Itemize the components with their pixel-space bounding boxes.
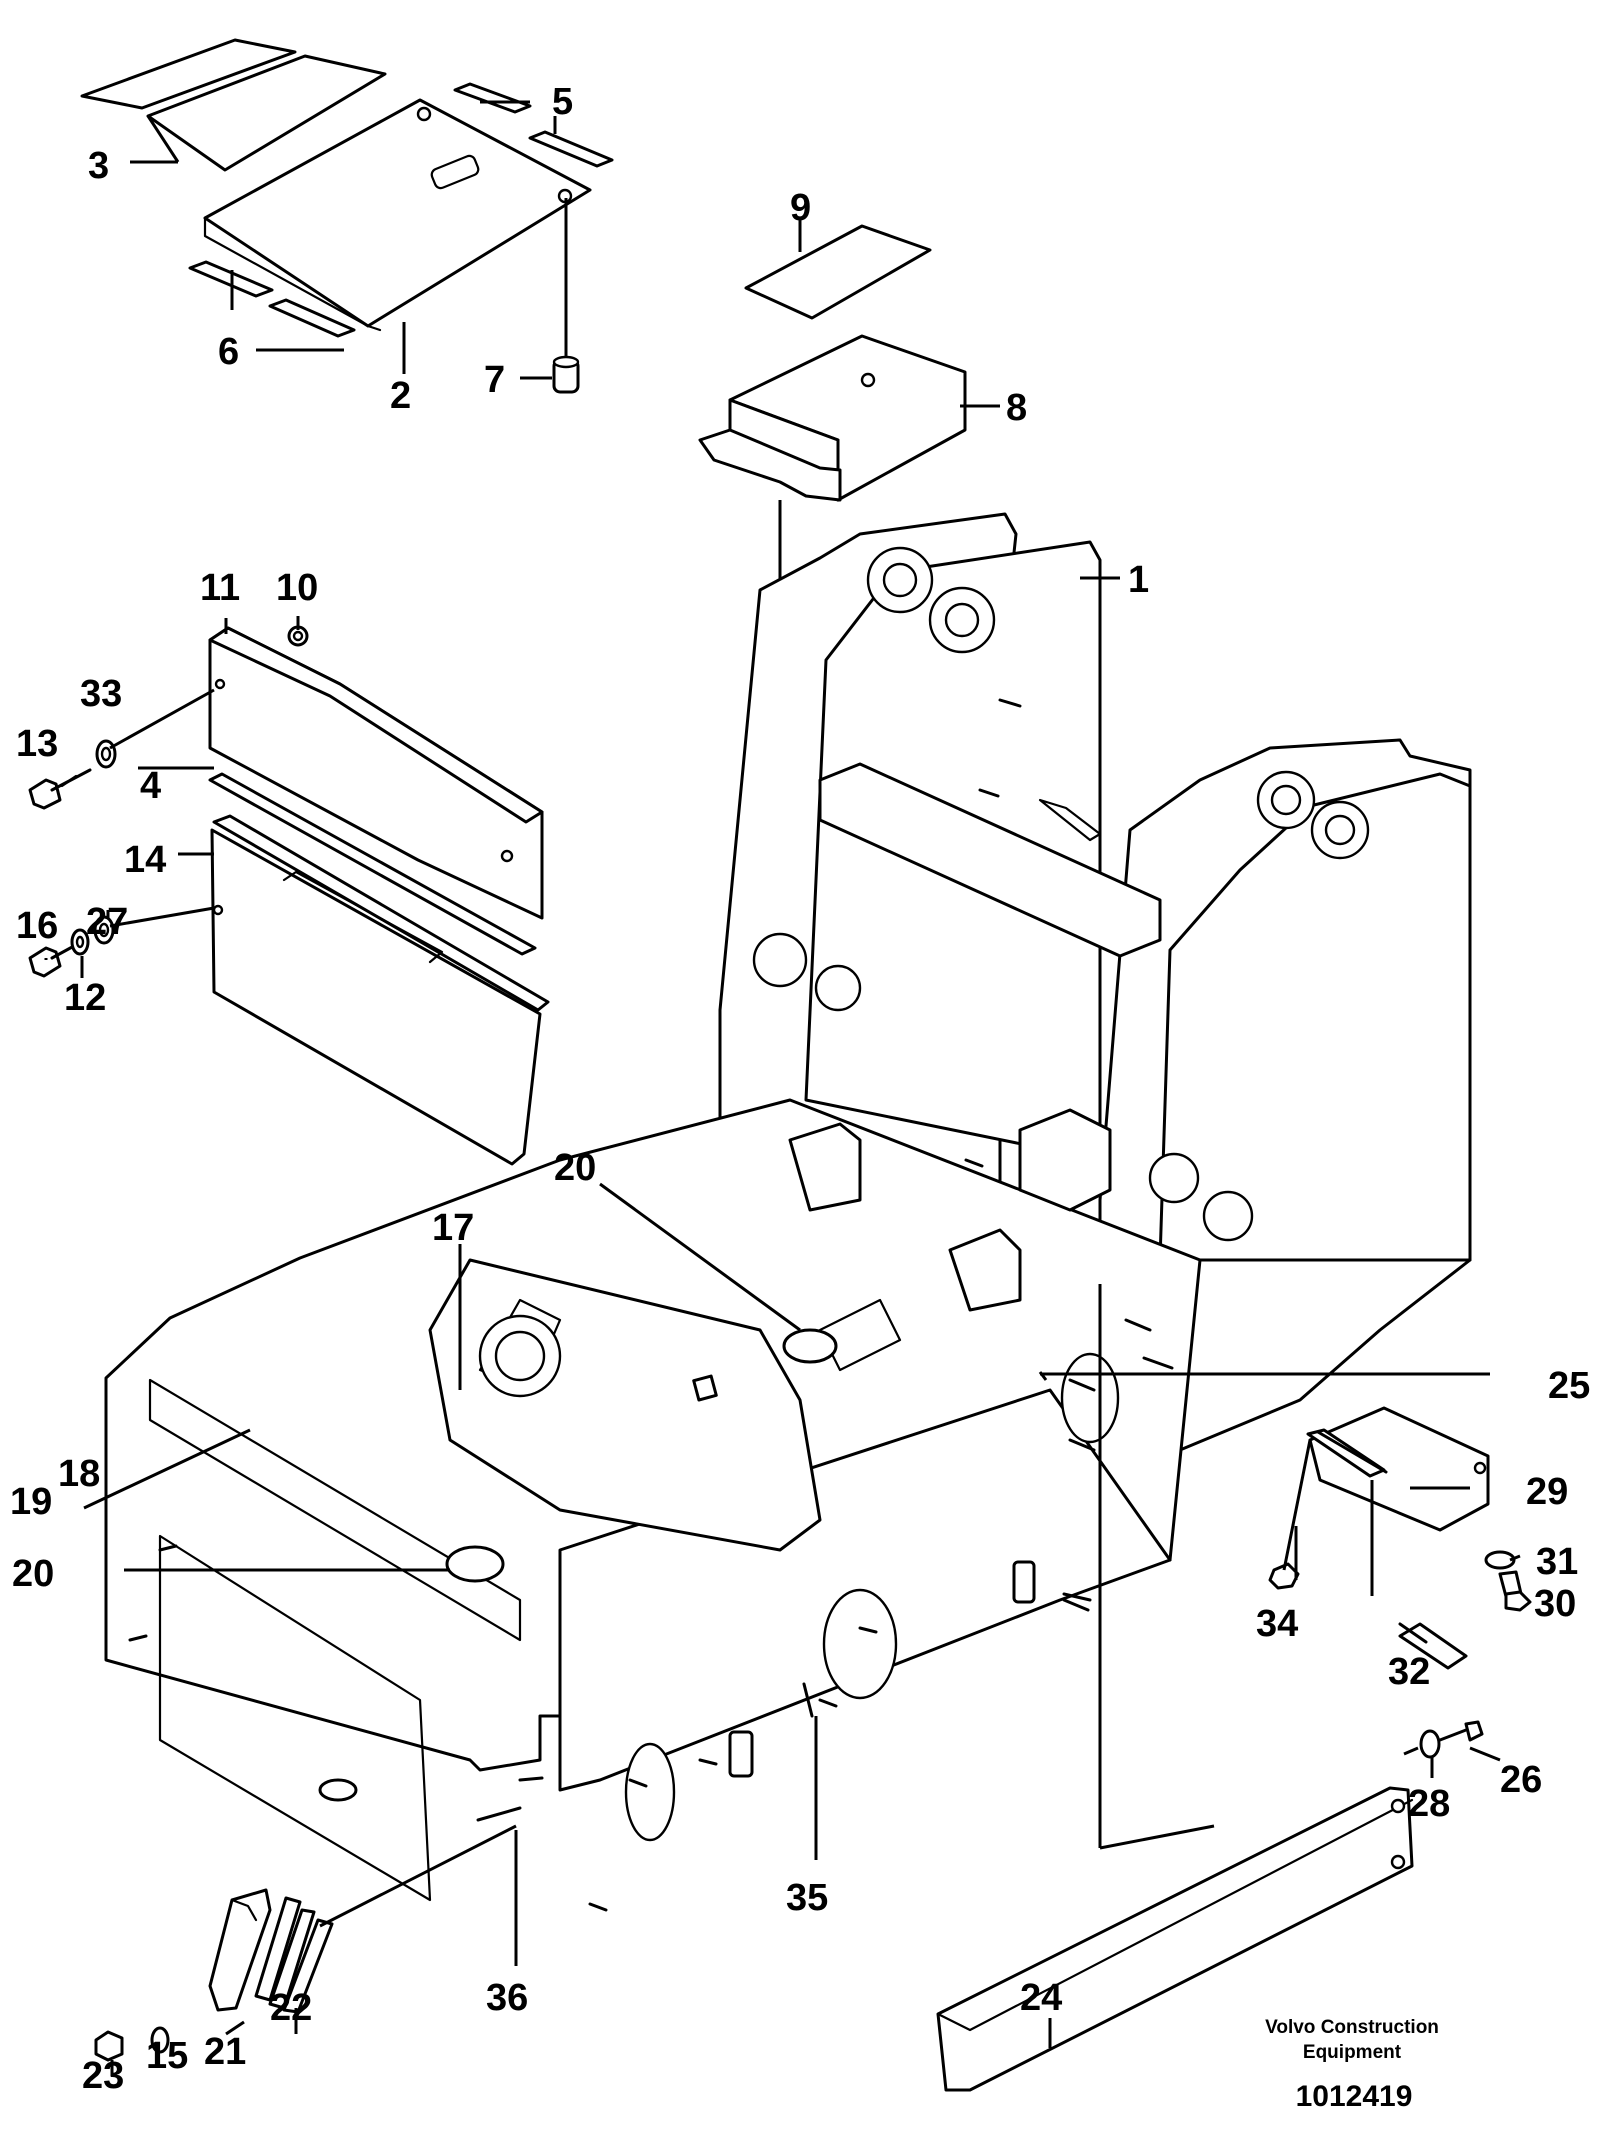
washer-27 [93,915,115,945]
cover-29 [1308,1406,1490,1532]
callout-31: 31 [1536,1541,1578,1583]
callout-17: 17 [432,1207,474,1249]
callout-8: 8 [1006,387,1027,429]
footer-drawing-number: 1012419 [1296,2080,1413,2113]
callout-16: 16 [16,905,58,947]
footer-brand-line2: Equipment [1303,2042,1402,2063]
callout-29: 29 [1526,1471,1568,1513]
callout-3: 3 [88,145,109,187]
callout-9: 9 [790,187,811,229]
spacer-7 [552,198,580,394]
floor-plate-2 [203,98,592,332]
washer-12 [70,928,90,956]
callout-27: 27 [86,901,128,943]
bolt-13 [28,768,92,810]
washer-28 [1419,1729,1441,1759]
callout-20-lower: 20 [12,1553,54,1595]
callout-10: 10 [276,567,318,609]
leader-bracket-21 [225,2020,245,2036]
callout-1: 1 [1128,559,1149,601]
bolt-16 [28,944,76,978]
main-frame-1 [104,512,1472,1912]
callout-21: 21 [204,2031,246,2073]
callout-25: 25 [1548,1365,1590,1407]
seal-strip-4 [208,772,537,956]
callout-4: 4 [140,765,161,807]
leader-washer-33-to-panel-11 [109,688,215,750]
nut-10 [287,625,309,647]
footer-brand-line1: Volvo Construction [1265,2017,1439,2038]
leaders-plate-24 [1098,1284,1215,1850]
callout-33: 33 [80,673,122,715]
leader-shim-22-to-stud-36 [319,1824,517,1928]
washer-31 [1484,1550,1516,1570]
bracket-21 [208,1888,272,2012]
callout-30: 30 [1534,1583,1576,1625]
stud-35 [802,1682,814,1718]
callout-5: 5 [552,81,573,123]
callout-7: 7 [484,359,505,401]
callout-labels: 1 2 3 4 5 6 7 8 9 10 11 12 13 14 15 16 1… [10,81,1590,2097]
leader-lines [44,100,1521,2076]
callout-24: 24 [1020,1977,1062,2019]
leader-nut-34 [1282,1439,1312,1571]
callout-14: 14 [124,839,166,881]
callout-2: 2 [390,375,411,417]
callout-19: 19 [10,1481,52,1523]
callout-6: 6 [218,331,239,373]
leader-washer-27-to-panel-14 [109,906,215,928]
callout-28: 28 [1408,1783,1450,1825]
spacer-bolt-assembly-32 [1306,1428,1468,1670]
callout-11: 11 [200,567,240,609]
bolt-30 [1498,1570,1532,1612]
callout-26: 26 [1500,1759,1542,1801]
bolt-26 [1438,1720,1484,1742]
shim-plates-22 [254,1896,334,2014]
callout-34: 34 [1256,1603,1298,1645]
callout-35: 35 [786,1877,828,1919]
side-panel-11 [208,626,544,920]
pad-9 [744,224,932,320]
side-panel-14 [210,814,550,1166]
skid-plate-24 [936,1786,1414,2092]
callout-13: 13 [16,723,58,765]
callout-36: 36 [486,1977,528,2019]
stud-36 [476,1806,522,1822]
leader-washer-28 [1403,1746,1419,1756]
callout-18: 18 [58,1453,100,1495]
nut-23 [94,2030,124,2062]
callout-15: 15 [146,2035,188,2077]
washer-33 [95,739,117,769]
callout-12: 12 [64,977,106,1019]
washer-15 [150,2026,170,2054]
cover-8 [698,334,967,502]
seat-pad-3 [80,38,387,172]
callout-23: 23 [82,2055,124,2097]
seal-strip-5 [453,82,614,168]
callout-32: 32 [1388,1651,1430,1693]
callout-20-upper: 20 [554,1147,596,1189]
footer-block: Volvo Construction Equipment 1012419 [1265,2017,1439,2113]
stud-group [128,698,1174,1912]
callout-22: 22 [270,1987,312,2029]
nut-34 [1268,1562,1300,1590]
